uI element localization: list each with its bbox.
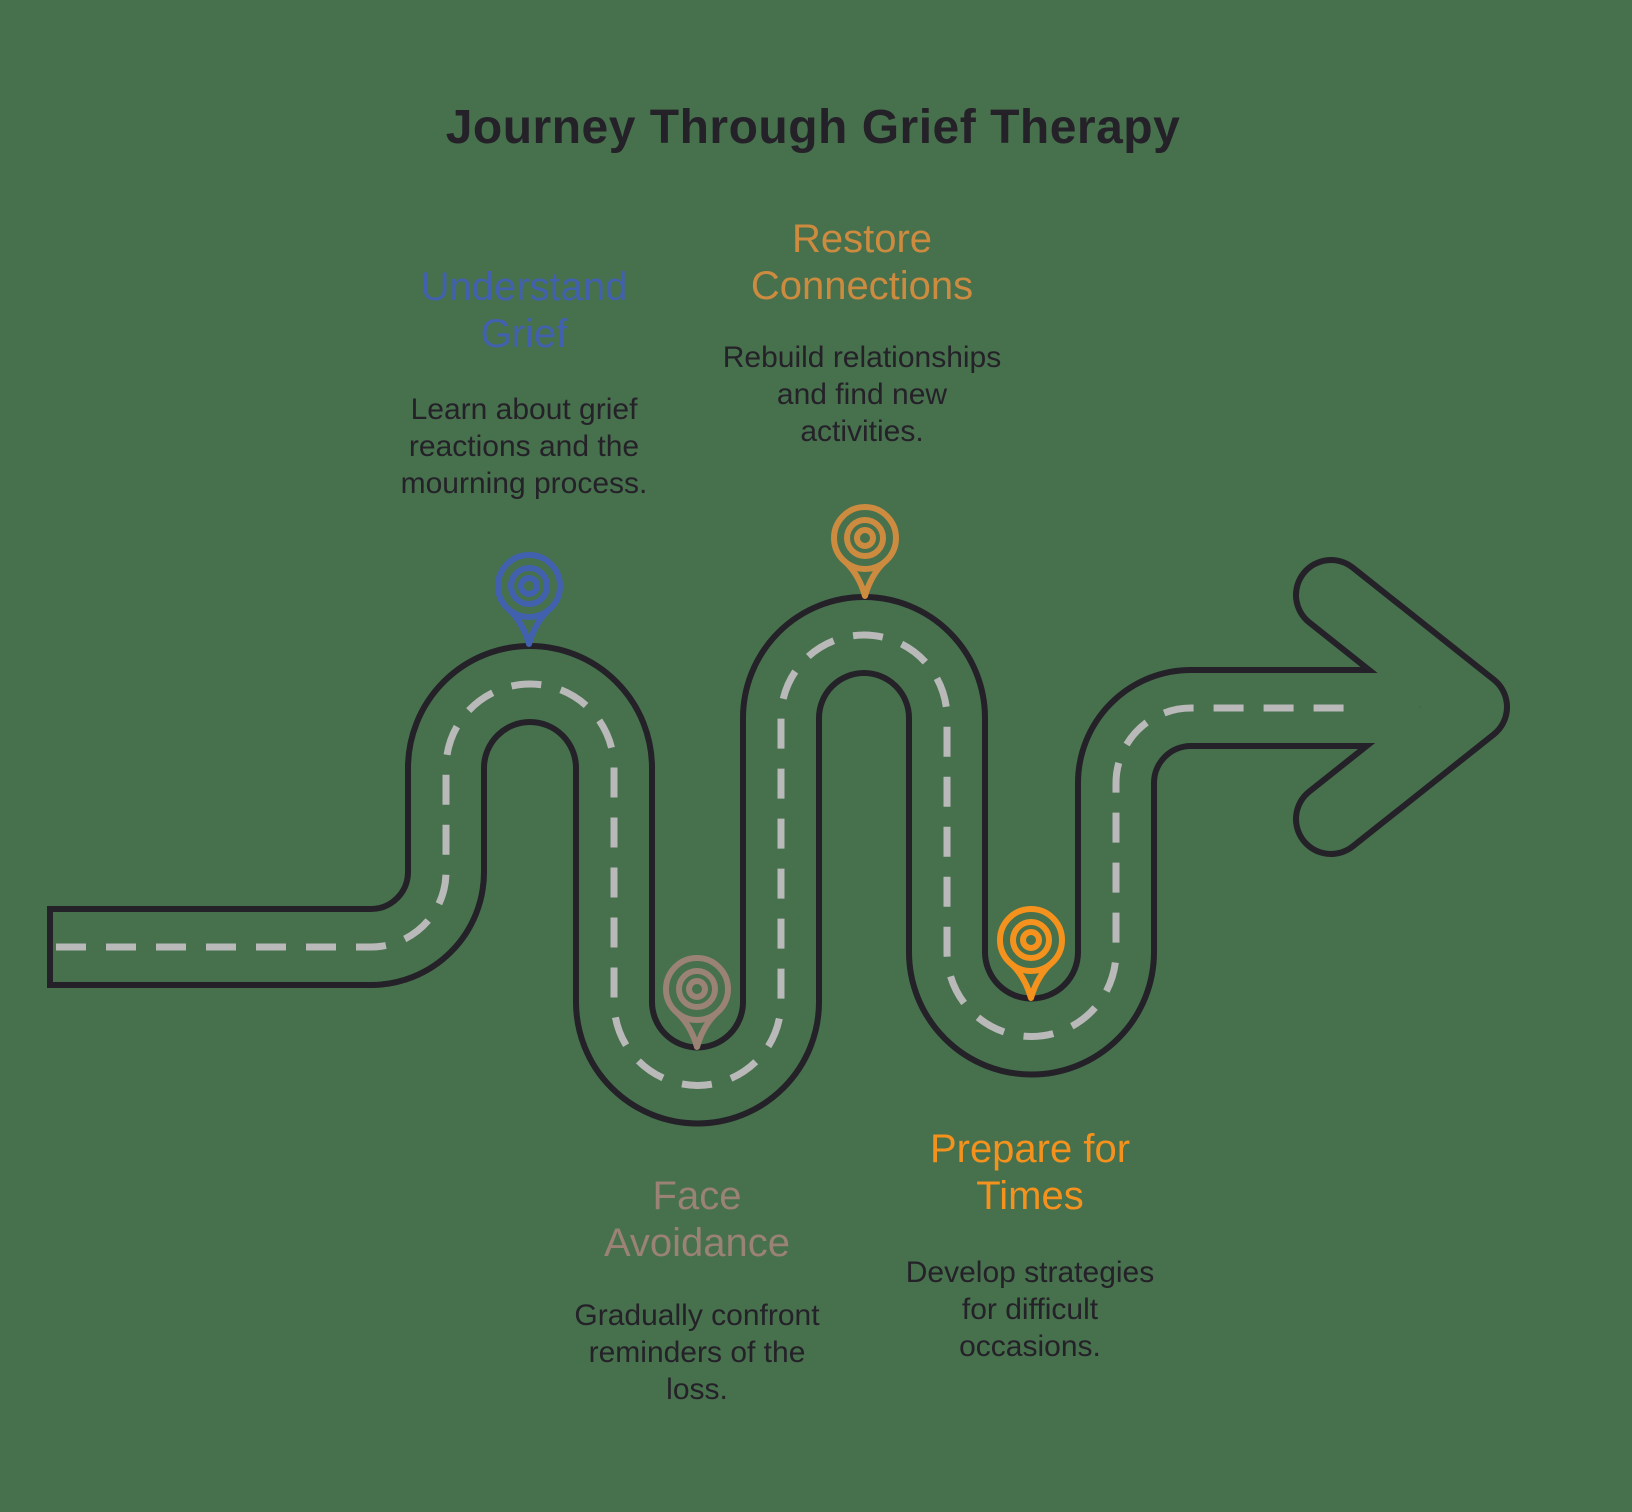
- page-title: Journey Through Grief Therapy: [445, 101, 1181, 154]
- map-pin-icon: [991, 902, 1071, 1008]
- map-pin-icon: [489, 548, 569, 654]
- arrow-head-surface: [1299, 563, 1504, 851]
- road-centerline-dashes: [48, 631, 1350, 1089]
- map-pin-icon: [657, 951, 737, 1057]
- map-pin-icon: [825, 500, 905, 606]
